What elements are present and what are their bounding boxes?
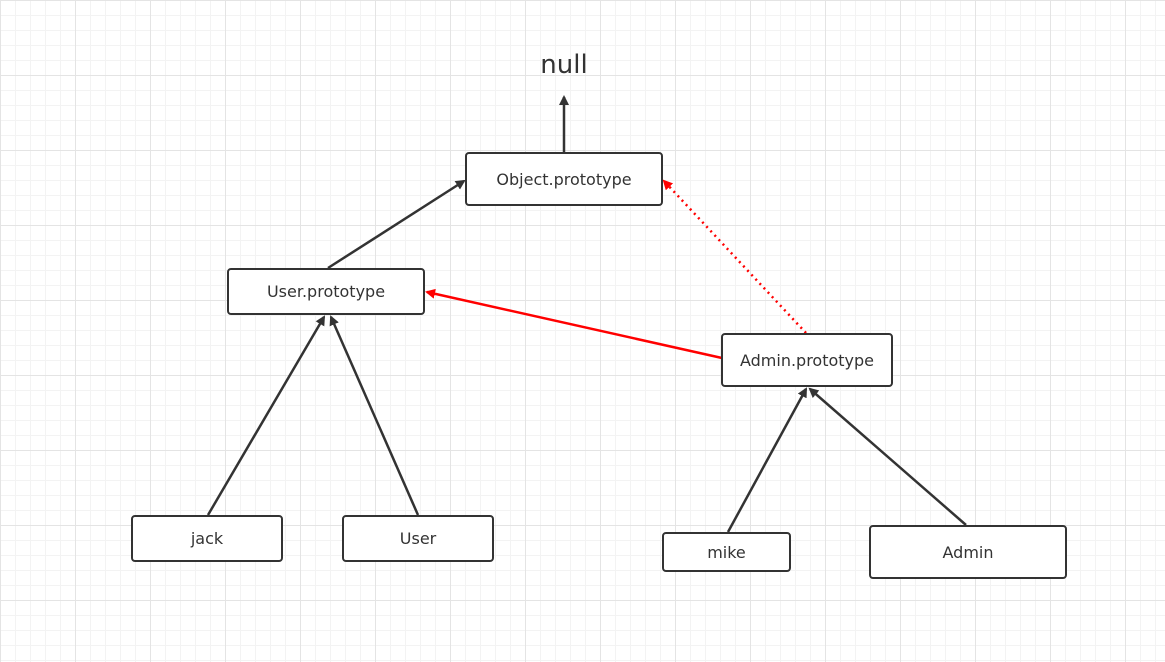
mike-node: mike [662,532,791,572]
edge-user-to-userproto [329,315,420,516]
admin-prototype-node: Admin.prototype [721,333,893,387]
edge-userproto-to-objectproto [327,179,466,270]
edge-adminproto-to-objectproto-dotted [662,179,807,334]
edge-jack-to-userproto [206,315,326,516]
object-prototype-node: Object.prototype [465,152,663,206]
jack-node: jack [131,515,283,562]
edge-admin-to-adminproto [808,387,967,526]
null-label: null [540,50,588,80]
edge-mike-to-adminproto [726,387,808,533]
edge-adminproto-to-userproto [425,288,723,360]
user-prototype-node: User.prototype [227,268,425,315]
admin-node: Admin [869,525,1067,579]
user-node: User [342,515,494,562]
